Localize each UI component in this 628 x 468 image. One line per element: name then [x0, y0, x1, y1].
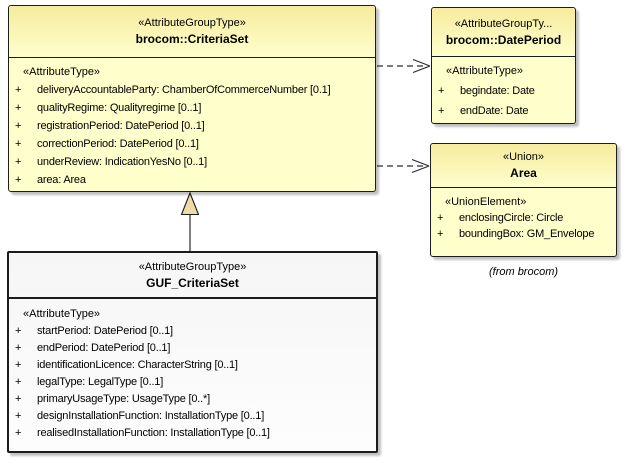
visibility: + [15, 84, 22, 96]
class-box-guf-criteria-set[interactable]: «AttributeGroupType» GUF_CriteriaSet «At… [7, 251, 378, 453]
attribute-text: identificationLicence: CharacterString [… [37, 359, 238, 371]
attribute-text: begindate: Date [460, 85, 535, 97]
attribute-row: + primaryUsageType: UsageType [0..*] [9, 391, 376, 408]
attribute-row: + identificationLicence: CharacterString … [9, 357, 376, 374]
attribute-text: correctionPeriod: DatePeriod [0..1] [37, 138, 199, 150]
class-name: brocom::CriteriaSet [135, 32, 249, 46]
visibility: + [15, 325, 22, 337]
class-name: brocom::DatePeriod [445, 32, 562, 47]
attribute-row: + legalType: LegalType [0..1] [9, 374, 376, 391]
attribute-text: designInstallationFunction: Installation… [37, 410, 265, 422]
attribute-text: realisedInstallationFunction: Installati… [37, 427, 270, 439]
visibility: + [15, 427, 22, 439]
attribute-row: + area: Area [9, 171, 375, 189]
attribute-row: + designInstallationFunction: Installatio… [9, 408, 376, 425]
visibility: + [15, 156, 22, 168]
attribute-text: endPeriod: DatePeriod [0..1] [37, 342, 171, 354]
attribute-row: + startPeriod: DatePeriod [0..1] [9, 323, 376, 340]
class-box-criteria-set[interactable]: «AttributeGroupType» brocom::CriteriaSet… [8, 5, 376, 192]
attribute-text: qualityRegime: Qualityregime [0..1] [37, 102, 202, 114]
attribute-compartment: «AttributeType» + startPeriod: DatePeriod… [9, 299, 376, 442]
attribute-row: + correctionPeriod: DatePeriod [0..1] [9, 135, 375, 153]
visibility: + [15, 342, 22, 354]
attribute-compartment: «AttributeType» + deliveryAccountablePart… [9, 58, 375, 189]
visibility: + [438, 105, 445, 117]
class-header: «AttributeGroupTy... brocom::DatePeriod [432, 8, 575, 57]
class-header: «AttributeGroupType» brocom::CriteriaSet [9, 6, 375, 58]
attribute-text: area: Area [37, 174, 86, 186]
visibility: + [15, 359, 22, 371]
attribute-compartment: «UnionElement» +enclosingCircle: Circle … [431, 188, 616, 242]
stereotype-label: «AttributeGroupType» [138, 260, 247, 273]
attribute-text: registrationPeriod: DatePeriod [0..1] [37, 120, 205, 132]
attribute-text: startPeriod: DatePeriod [0..1] [37, 325, 173, 337]
class-box-date-period[interactable]: «AttributeGroupTy... brocom::DatePeriod … [431, 7, 576, 124]
visibility: + [15, 410, 22, 422]
attribute-text: primaryUsageType: UsageType [0..*] [37, 393, 210, 405]
section-label: «AttributeType» [23, 308, 101, 320]
section-label: «UnionElement» [445, 196, 527, 208]
class-name: GUF_CriteriaSet [146, 275, 239, 290]
attribute-text: deliveryAccountableParty: ChamberOfComme… [37, 84, 331, 96]
attribute-row: + boundingBox: GM_Envelope [431, 226, 616, 242]
visibility: + [437, 212, 444, 224]
attribute-row: + underReview: IndicationYesNo [0..1] [9, 153, 375, 171]
attribute-text: legalType: LegalType [0..1] [37, 376, 164, 388]
attribute-row: + deliveryAccountableParty: ChamberOfComm… [9, 81, 375, 99]
class-header: «Union» Area [431, 144, 616, 188]
visibility: + [438, 85, 445, 97]
visibility: + [437, 228, 444, 240]
attribute-row: + endPeriod: DatePeriod [0..1] [9, 340, 376, 357]
attribute-row: + endDate: Date [432, 101, 575, 121]
from-package-note: (from brocom) [488, 266, 559, 278]
section-label: «AttributeType» [23, 66, 101, 78]
attribute-row: + registrationPeriod: DatePeriod [0..1] [9, 117, 375, 135]
class-box-area[interactable]: «Union» Area «UnionElement» + enclosingCi… [430, 143, 617, 257]
stereotype-label: «AttributeGroupTy... [454, 17, 553, 30]
attribute-row: + enclosingCircle: Circle [431, 210, 616, 226]
dependency-arrow-criteriaset-dateperiod[interactable] [377, 58, 431, 74]
class-header: «AttributeGroupType» GUF_CriteriaSet [9, 253, 376, 299]
class-name: Area [510, 166, 537, 180]
visibility: + [15, 120, 22, 132]
visibility: + [15, 102, 22, 114]
attribute-text: enclosingCircle: Circle [459, 212, 564, 224]
visibility: + [15, 138, 22, 150]
visibility: + [15, 393, 22, 405]
attribute-text: boundingBox: GM_Envelope [459, 228, 595, 240]
visibility: + [15, 174, 22, 186]
attribute-text: underReview: IndicationYesNo [0..1] [37, 156, 207, 168]
attribute-row: + realisedInstallationFunction: Installat… [9, 425, 376, 442]
stereotype-label: «Union» [503, 151, 544, 163]
attribute-compartment: «AttributeType» + begindate: Date + endDat… [432, 57, 575, 121]
dependency-arrow-criteriaset-area[interactable] [377, 158, 430, 174]
stereotype-label: «AttributeGroupType» [138, 17, 246, 29]
attribute-row: + qualityRegime: Qualityregime [0..1] [9, 99, 375, 117]
section-label: «AttributeType» [446, 65, 524, 77]
generalization-arrow-guf-to-criteriaset[interactable] [180, 191, 200, 251]
attribute-row: + begindate: Date [432, 81, 575, 101]
attribute-text: endDate: Date [460, 105, 529, 117]
visibility: + [15, 376, 22, 388]
